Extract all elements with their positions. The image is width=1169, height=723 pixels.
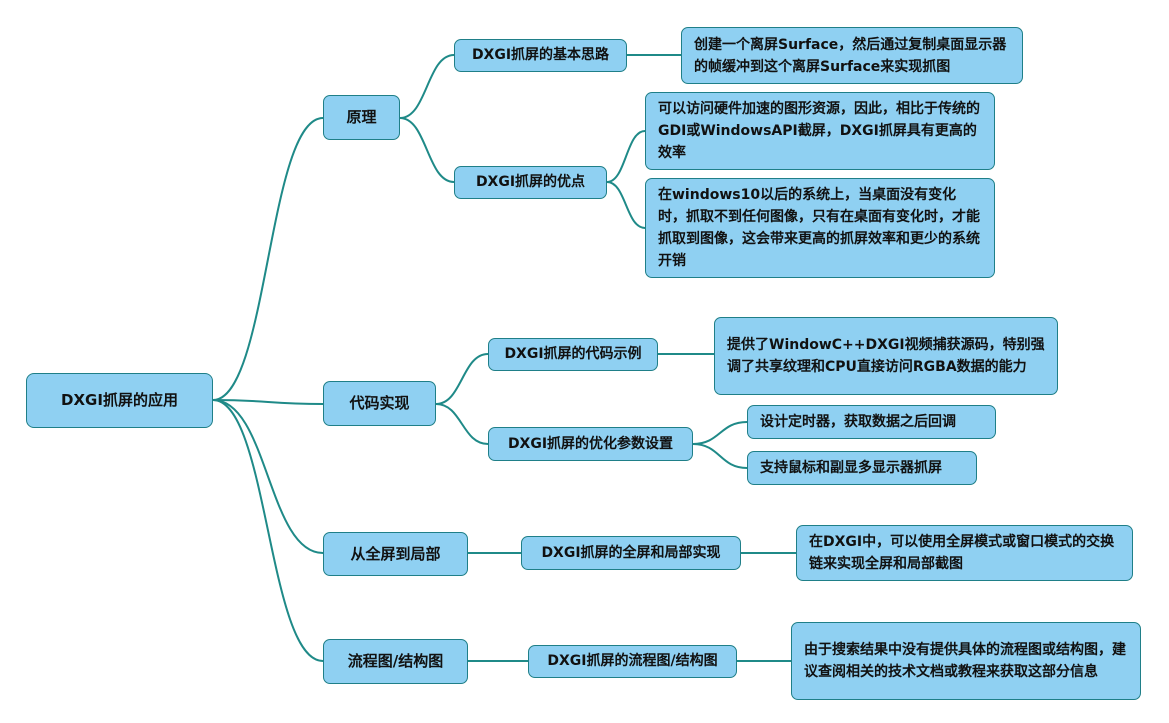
connector-code-optimization bbox=[435, 403, 489, 445]
topic-fullscreen-label: 从全屏到局部 bbox=[350, 544, 441, 563]
topic-flowchart-label: 流程图/结构图 bbox=[347, 652, 444, 670]
topic-fullscreen[interactable]: 从全屏到局部 bbox=[323, 532, 468, 576]
connector-principle-basic bbox=[399, 54, 455, 119]
leaf-advantages-text-1: 可以访问硬件加速的图形资源，因此，相比于传统的GDI或WindowsAPI截屏，… bbox=[658, 101, 980, 161]
leaf-optimization-detail-1[interactable]: 设计定时器，获取数据之后回调 bbox=[747, 405, 996, 439]
root-node[interactable]: DXGI抓屏的应用 bbox=[26, 373, 213, 428]
leaf-optimization-text-2: 支持鼠标和副显多显示器抓屏 bbox=[760, 460, 942, 476]
connector-root-fullscreen bbox=[212, 399, 324, 554]
connector-advantages-detail2 bbox=[606, 181, 646, 229]
leaf-flowchart-text: 由于搜索结果中没有提供具体的流程图或结构图，建议查阅相关的技术文档或教程来获取这… bbox=[804, 642, 1126, 680]
subtopic-flowchart[interactable]: DXGI抓屏的流程图/结构图 bbox=[528, 645, 737, 678]
root-label: DXGI抓屏的应用 bbox=[61, 391, 178, 409]
leaf-code-example-detail[interactable]: 提供了WindowC++DXGI视频捕获源码，特别强调了共享纹理和CPU直接访问… bbox=[714, 317, 1058, 395]
subtopic-advantages-label: DXGI抓屏的优点 bbox=[475, 174, 586, 190]
topic-principle-label: 原理 bbox=[346, 108, 377, 126]
leaf-flowchart-detail[interactable]: 由于搜索结果中没有提供具体的流程图或结构图，建议查阅相关的技术文档或教程来获取这… bbox=[791, 622, 1141, 700]
leaf-code-example-text: 提供了WindowC++DXGI视频捕获源码，特别强调了共享纹理和CPU直接访问… bbox=[727, 337, 1045, 375]
subtopic-optimization-label: DXGI抓屏的优化参数设置 bbox=[507, 435, 674, 452]
leaf-advantages-detail-2[interactable]: 在windows10以后的系统上，当桌面没有变化时，抓取不到任何图像，只有在桌面… bbox=[645, 178, 995, 278]
subtopic-code-example[interactable]: DXGI抓屏的代码示例 bbox=[488, 338, 658, 371]
connector-optimization-detail2 bbox=[692, 443, 748, 469]
leaf-fullscreen-impl-detail[interactable]: 在DXGI中，可以使用全屏模式或窗口模式的交换链来实现全屏和局部截图 bbox=[796, 525, 1133, 581]
connector-root-code bbox=[212, 399, 324, 405]
leaf-basic-idea-text: 创建一个离屏Surface，然后通过复制桌面显示器的帧缓冲到这个离屏Surfac… bbox=[694, 36, 1007, 75]
topic-flowchart[interactable]: 流程图/结构图 bbox=[323, 639, 468, 684]
leaf-advantages-detail-1[interactable]: 可以访问硬件加速的图形资源，因此，相比于传统的GDI或WindowsAPI截屏，… bbox=[645, 92, 995, 170]
subtopic-advantages[interactable]: DXGI抓屏的优点 bbox=[454, 166, 607, 199]
topic-principle[interactable]: 原理 bbox=[323, 95, 400, 140]
subtopic-fullscreen-impl[interactable]: DXGI抓屏的全屏和局部实现 bbox=[521, 536, 741, 570]
subtopic-code-example-label: DXGI抓屏的代码示例 bbox=[504, 346, 642, 362]
leaf-advantages-text-2: 在windows10以后的系统上，当桌面没有变化时，抓取不到任何图像，只有在桌面… bbox=[658, 187, 980, 269]
leaf-optimization-text-1: 设计定时器，获取数据之后回调 bbox=[760, 414, 956, 430]
connector-root-flowchart bbox=[212, 399, 324, 662]
connector-advantages-detail1 bbox=[606, 130, 646, 183]
leaf-fullscreen-impl-text: 在DXGI中，可以使用全屏模式或窗口模式的交换链来实现全屏和局部截图 bbox=[809, 534, 1115, 572]
subtopic-basic-idea-label: DXGI抓屏的基本思路 bbox=[471, 47, 610, 63]
topic-code-label: 代码实现 bbox=[349, 394, 410, 412]
leaf-optimization-detail-2[interactable]: 支持鼠标和副显多显示器抓屏 bbox=[747, 451, 977, 485]
connector-principle-advantages bbox=[399, 117, 455, 183]
subtopic-optimization[interactable]: DXGI抓屏的优化参数设置 bbox=[488, 427, 693, 461]
leaf-basic-idea-detail[interactable]: 创建一个离屏Surface，然后通过复制桌面显示器的帧缓冲到这个离屏Surfac… bbox=[681, 27, 1023, 84]
connector-optimization-detail1 bbox=[692, 421, 748, 445]
subtopic-fullscreen-impl-label: DXGI抓屏的全屏和局部实现 bbox=[541, 544, 721, 561]
connector-root-principle bbox=[212, 117, 324, 401]
connector-code-example bbox=[435, 353, 489, 405]
topic-code[interactable]: 代码实现 bbox=[323, 381, 436, 426]
subtopic-flowchart-label: DXGI抓屏的流程图/结构图 bbox=[547, 653, 718, 669]
subtopic-basic-idea[interactable]: DXGI抓屏的基本思路 bbox=[454, 39, 627, 72]
